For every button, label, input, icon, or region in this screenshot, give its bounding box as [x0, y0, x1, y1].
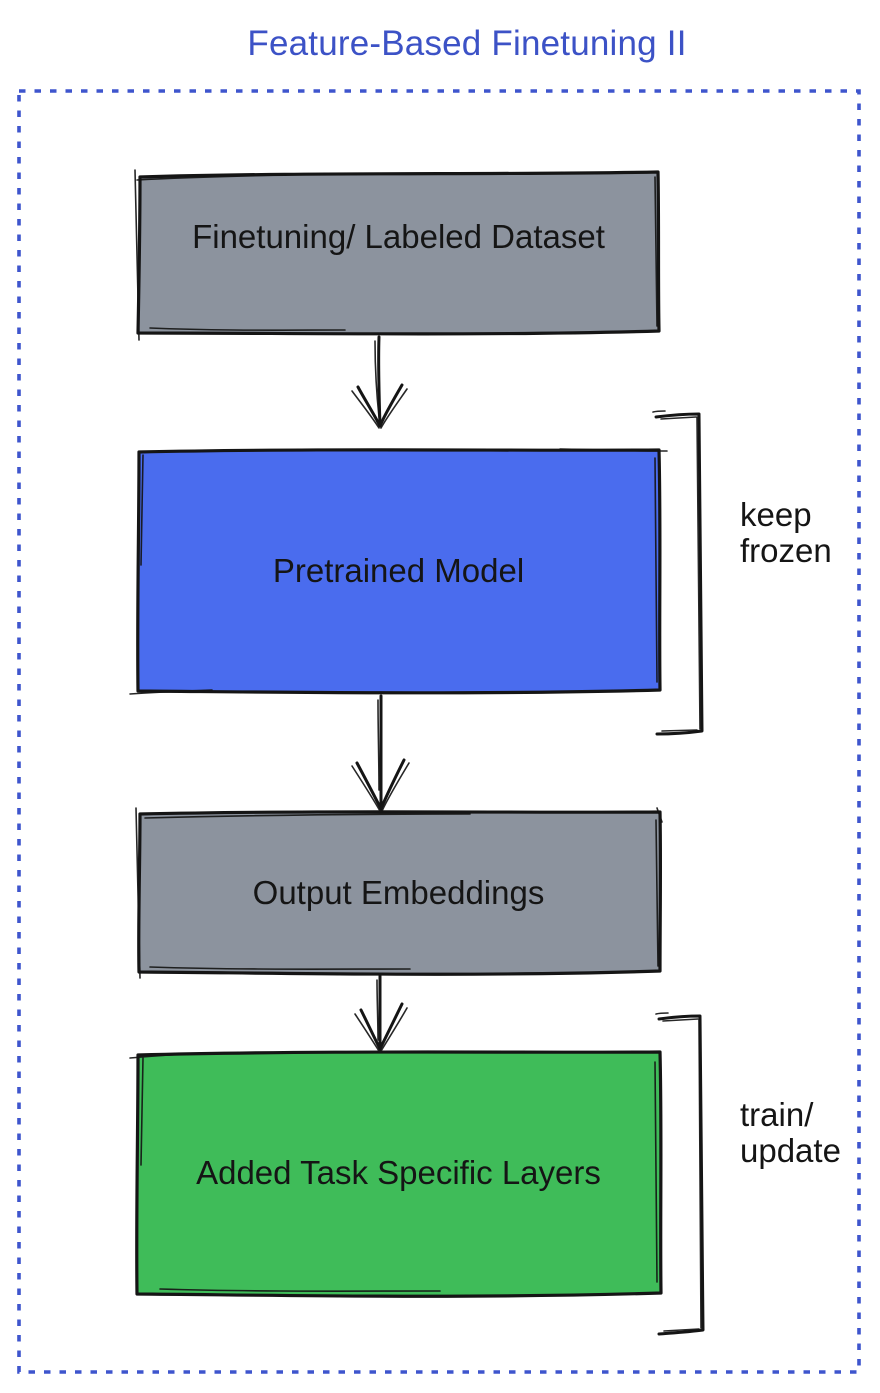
dataset-box	[134, 169, 661, 341]
pretrained-box	[129, 448, 668, 695]
arrow-dataset-to-pretrained	[351, 335, 408, 429]
embeddings-box	[135, 807, 663, 979]
dashed-frame	[17, 89, 861, 1374]
keep-frozen-bracket	[652, 410, 704, 736]
train-update-bracket	[655, 1012, 705, 1336]
arrow-pretrained-to-embeddings	[351, 694, 410, 812]
diagram-title: Feature-Based Finetuning II	[247, 24, 687, 63]
arrow-embeddings-to-task-layers	[354, 974, 408, 1052]
task-layers-box	[129, 1050, 663, 1298]
